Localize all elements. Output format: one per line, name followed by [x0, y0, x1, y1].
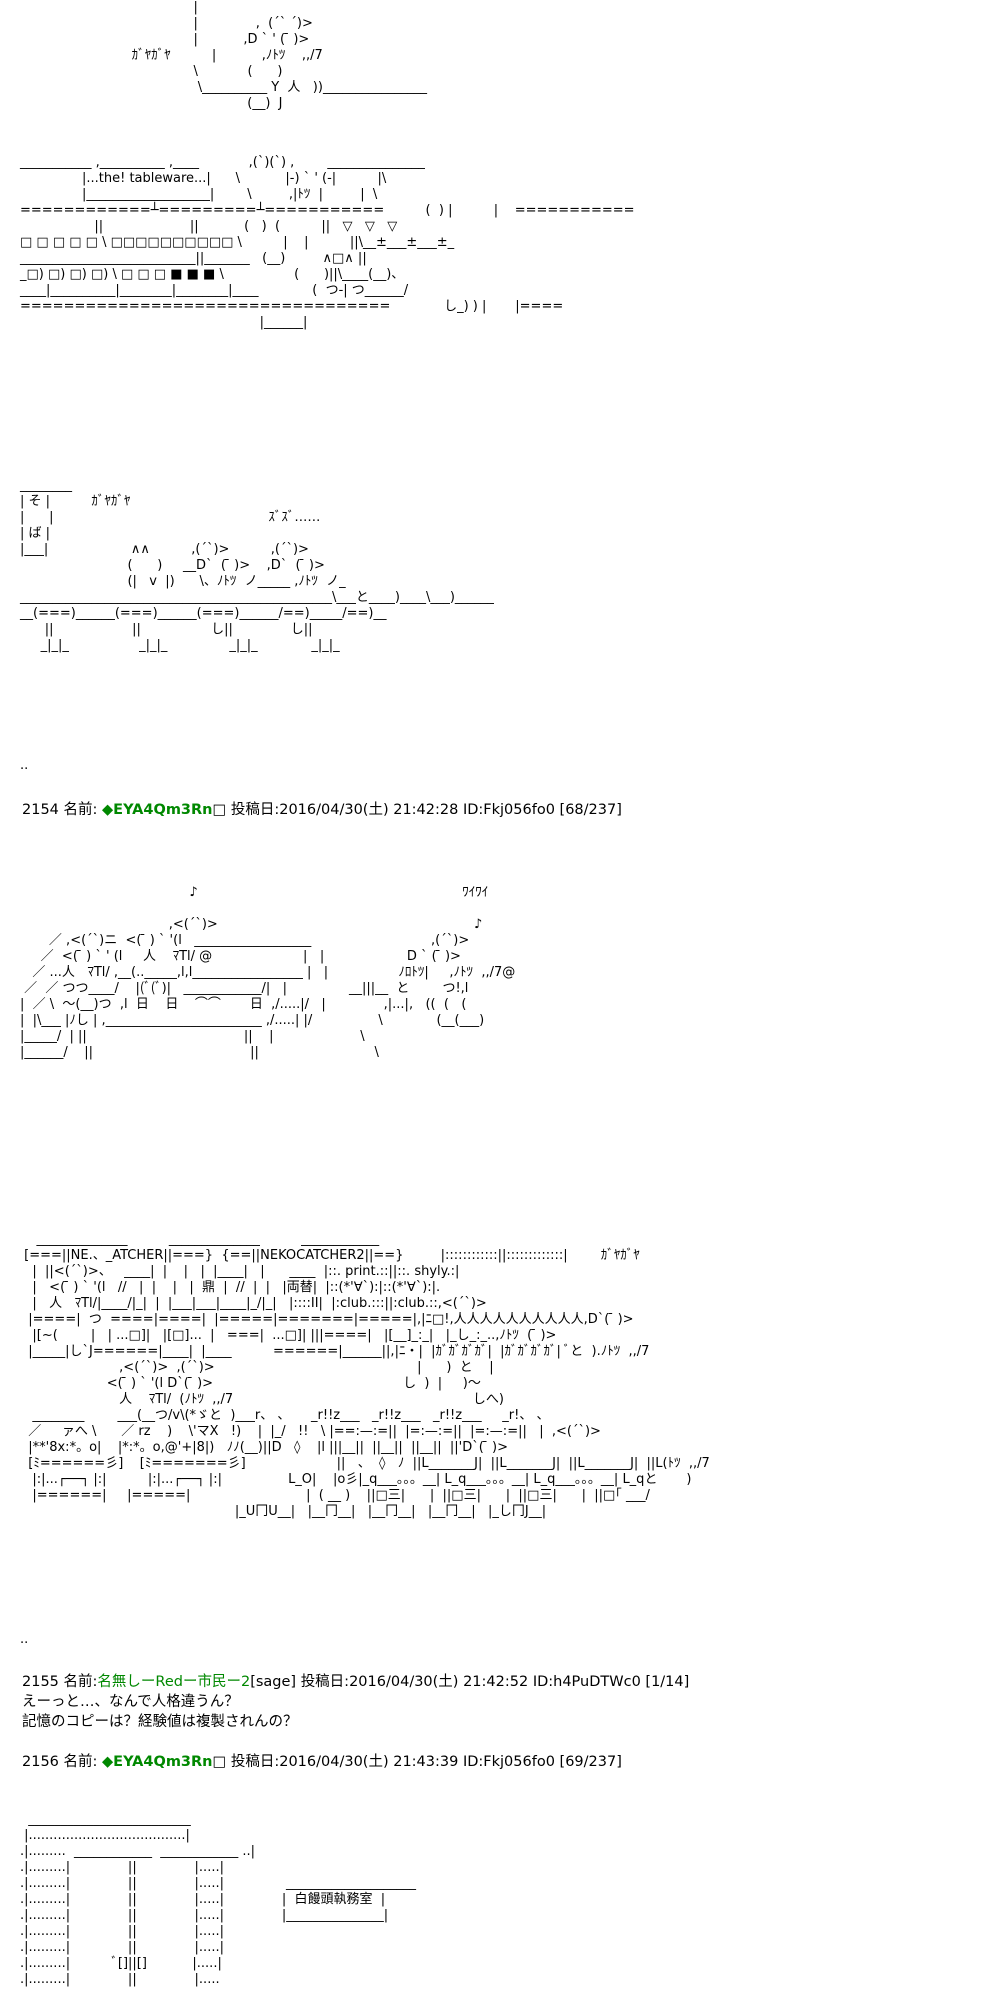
ascii-art-separator: ..: [20, 758, 29, 773]
name-label: 名前:: [63, 1674, 98, 1690]
poster-id[interactable]: ID:h4PuDTWc0: [532, 1674, 641, 1690]
post-header-2154: 2154 名前: ◆EYA4Qm3Rn□ 投稿日:2016/04/30(土) 2…: [22, 800, 622, 820]
post-count: [1/14]: [645, 1674, 690, 1690]
date-label: 投稿日:: [230, 802, 280, 818]
post-count: [69/237]: [559, 1754, 622, 1770]
post-number[interactable]: 2156: [22, 1754, 59, 1770]
poster-name: ◆EYA4Qm3Rn: [102, 802, 213, 818]
post-count: [68/237]: [559, 802, 622, 818]
poster-mark: □: [212, 802, 227, 818]
poster-mark: □: [212, 1754, 227, 1770]
name-label: 名前:: [63, 1754, 98, 1770]
ascii-art-block-1: | | , (´` ´)> | ,D ` ' ( ̄ )> ｶﾞﾔｶﾞﾔ | ,…: [131, 0, 427, 111]
ascii-art-block-2: ___________ ,__________ ,____ ,(`)(`) , …: [20, 155, 635, 330]
post-header-2156: 2156 名前: ◆EYA4Qm3Rn□ 投稿日:2016/04/30(土) 2…: [22, 1752, 622, 1772]
ascii-art-block-8: _________________________ |.............…: [20, 1812, 416, 1987]
ascii-art-block-3: ________ | そ | ｶﾞﾔｶﾞﾔ | | ｽﾞｽﾞ…… | ば | |…: [20, 478, 494, 653]
date-label: 投稿日:: [300, 1674, 350, 1690]
poster-id[interactable]: ID:Fkj056fo0: [462, 802, 555, 818]
post-date: 2016/04/30(土) 21:43:39: [279, 1754, 459, 1770]
post-body-2155: えーっと…、なんで人格違うん？ 記憶のコピーは？経験値は複製されんの？: [22, 1694, 298, 1730]
post-date: 2016/04/30(土) 21:42:28: [279, 802, 459, 818]
date-label: 投稿日:: [230, 1754, 280, 1770]
poster-name: 名無しーRedー市民ー2: [97, 1674, 251, 1690]
poster-id[interactable]: ID:Fkj056fo0: [462, 1754, 555, 1770]
post-number[interactable]: 2155: [22, 1674, 59, 1690]
ascii-art-block-5: ♪ ﾜｲﾜｲ ,<(´`)> ♪ ／ ,<(´`)ニ <( ̄: [20, 885, 516, 1060]
name-label: 名前:: [63, 802, 98, 818]
ascii-art-block-6: ______________ ______________ __________…: [24, 1232, 710, 1519]
ascii-art-separator-2: ..: [20, 1632, 29, 1647]
poster-name: ◆EYA4Qm3Rn: [102, 1754, 213, 1770]
post-header-2155: 2155 名前:名無しーRedー市民ー2[sage] 投稿日:2016/04/3…: [22, 1672, 689, 1692]
post-date: 2016/04/30(土) 21:42:52: [349, 1674, 529, 1690]
post-number[interactable]: 2154: [22, 802, 59, 818]
poster-mail: [sage]: [250, 1674, 297, 1690]
